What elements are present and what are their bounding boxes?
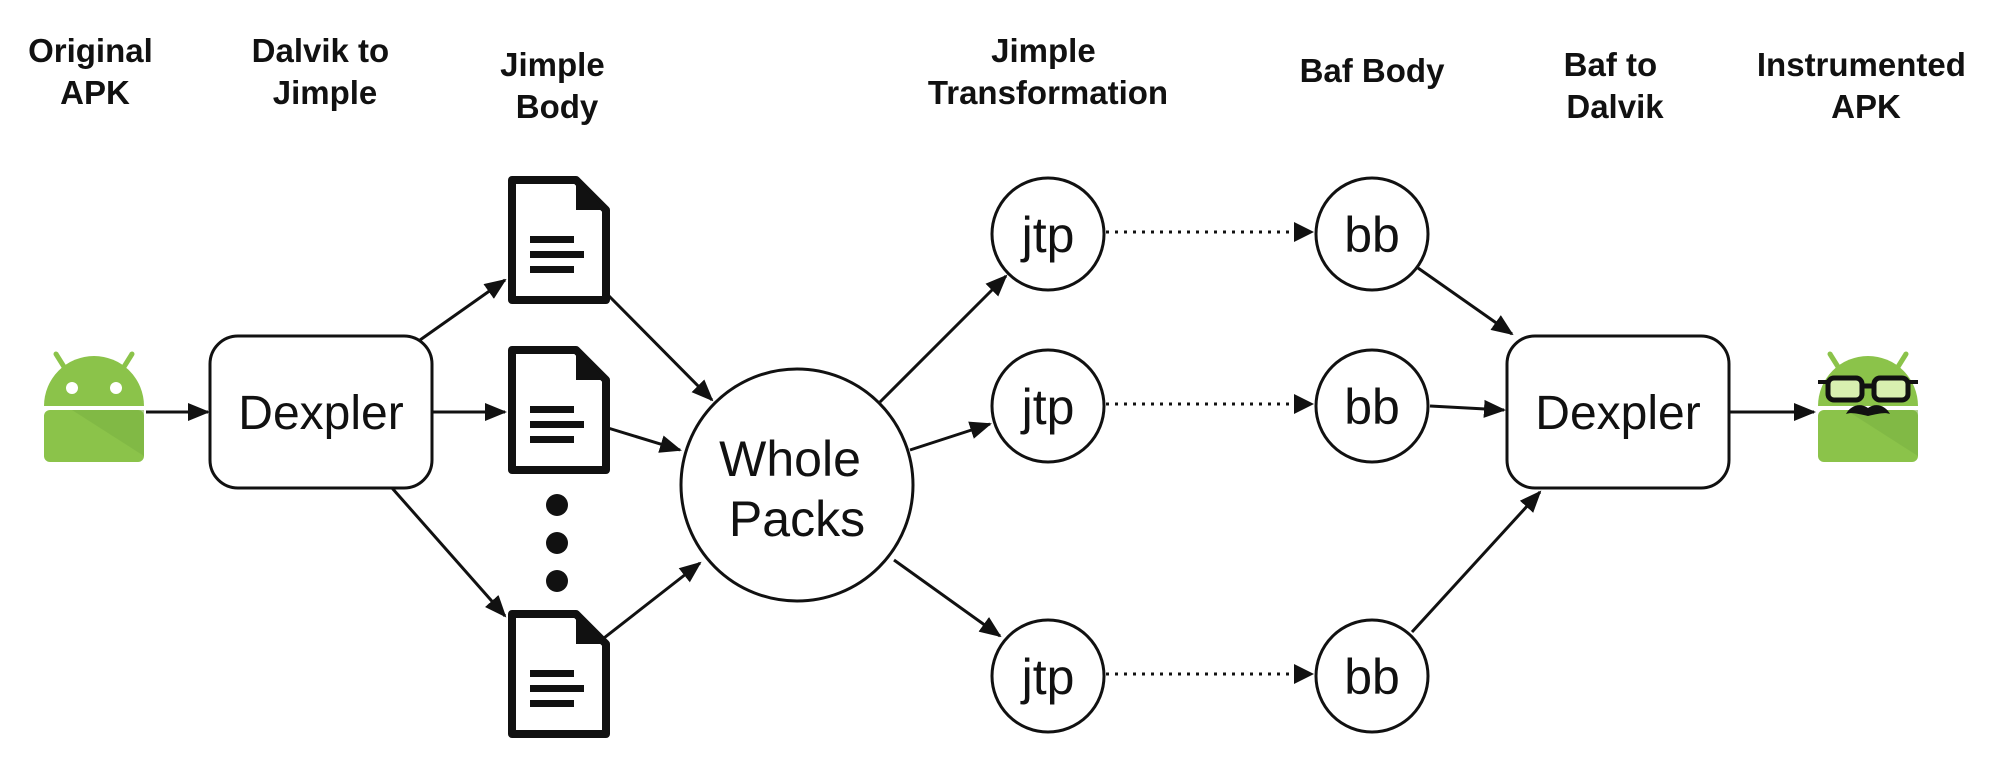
edge-bb-top-to-dexpler	[1417, 266, 1514, 336]
stage-label-instrumented-apk: Instrumented APK	[1757, 46, 1975, 125]
dexpler-input-label: Dexpler	[238, 387, 403, 440]
edge-doc-mid-to-whole	[607, 426, 682, 453]
whole-packs-label: Whole Packs	[719, 431, 875, 547]
edge-bb-bot-to-dexpler	[1410, 490, 1542, 634]
whole-packs-node	[679, 367, 915, 603]
jtp-node-bot	[990, 618, 1106, 734]
edge-whole-to-jtp-bot	[893, 558, 1002, 638]
stage-label-baf-body: Baf Body	[1300, 52, 1445, 89]
document-icon	[508, 346, 610, 474]
jtp-node-top	[990, 176, 1106, 292]
vertical-ellipsis-icon	[546, 494, 568, 592]
edge-dexpler-to-doc-bot	[390, 487, 507, 618]
bb-node-top	[1314, 176, 1430, 292]
edge-dexpler-to-doc-top	[419, 278, 507, 342]
bb-label-mid: bb	[1344, 379, 1400, 435]
edge-whole-to-jtp-mid	[909, 421, 992, 452]
stage-label-jimple-body: Jimple Body	[500, 46, 614, 125]
android-robot-with-glasses-icon	[1818, 351, 1918, 462]
edge-whole-to-jtp-top	[878, 274, 1008, 404]
stage-label-original-apk: Original APK	[28, 32, 162, 111]
document-icon	[508, 610, 610, 738]
jtp-label-bot: jtp	[1020, 649, 1075, 705]
jtp-label-top: jtp	[1020, 207, 1075, 263]
dexpler-output-box	[1505, 334, 1731, 490]
document-icon	[508, 176, 610, 304]
edges	[146, 222, 1816, 684]
bb-node-bot	[1314, 618, 1430, 734]
jtp-label-mid: jtp	[1020, 379, 1075, 435]
bb-label-bot: bb	[1344, 649, 1400, 705]
edge-bb-mid-to-dexpler	[1429, 399, 1506, 418]
stage-label-dalvik-to-jimple: Dalvik to Jimple	[252, 32, 399, 111]
edge-doc-bot-to-whole	[603, 561, 702, 640]
bb-label-top: bb	[1344, 207, 1400, 263]
stage-label-jimple-transformation: Jimple Transformation	[928, 32, 1168, 111]
dexpler-output-label: Dexpler	[1535, 387, 1700, 440]
bb-node-mid	[1314, 348, 1430, 464]
jtp-node-mid	[990, 348, 1106, 464]
edge-doc-top-to-whole	[606, 293, 714, 402]
stage-label-baf-to-dalvik: Baf to Dalvik	[1564, 46, 1667, 125]
android-robot-icon	[44, 351, 144, 462]
